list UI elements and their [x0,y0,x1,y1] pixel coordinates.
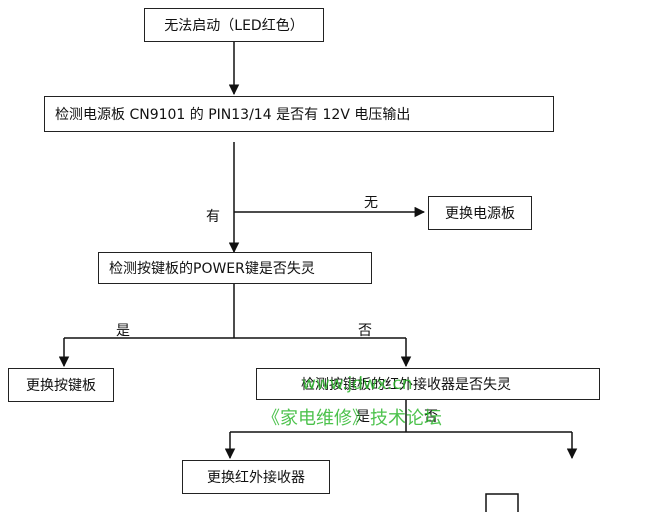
edge-label-yes-1: 有 [206,209,220,225]
edge-label-no-1: 无 [364,195,378,211]
node-check-power-output: 检测电源板 CN9101 的 PIN13/14 是否有 12V 电压输出 [44,96,554,132]
partial-offpage-box [485,493,519,512]
edge-label-yes-2: 是 [116,323,130,339]
edge-label-no-3: 否 [424,409,438,425]
watermark-forum: 《家电维修》技术论坛 [262,408,442,429]
node-check-power-key: 检测按键板的POWER键是否失灵 [98,252,372,284]
edge-label-no-2: 否 [358,323,372,339]
node-start: 无法启动（LED红色） [144,8,324,42]
edge-label-yes-3: 是 [356,409,370,425]
node-replace-ir-receiver: 更换红外接收器 [182,460,330,494]
node-replace-power-board: 更换电源板 [428,196,532,230]
watermark-url: www.jdwx.cn [302,374,413,394]
node-replace-key-board: 更换按键板 [8,368,114,402]
node-check-ir-receiver: 检测按键板的红外接收器是否失灵 [256,368,600,400]
